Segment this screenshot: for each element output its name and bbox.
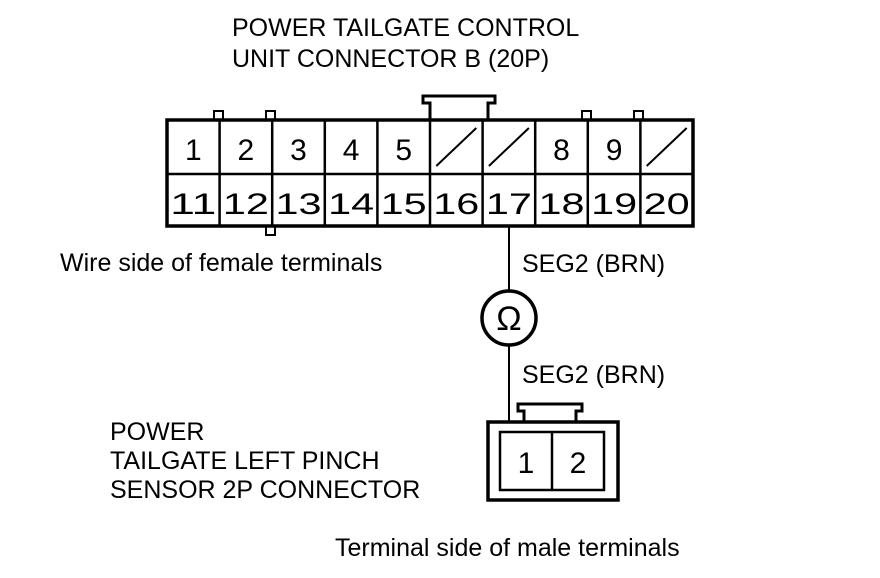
connector-b-pin-9: 9 <box>606 134 623 167</box>
sensor-title-line1: POWER <box>110 418 204 446</box>
ohm-symbol: Ω <box>496 300 521 338</box>
sensor-pin-2: 2 <box>570 447 587 480</box>
connector-b-pin-20: 20 <box>644 188 690 221</box>
sensor-connector: 1 2 <box>486 402 620 502</box>
connector-b-title-line1: POWER TAILGATE CONTROL <box>232 14 579 42</box>
sensor-lock-tab <box>516 402 584 422</box>
connector-b-empty-cavity <box>646 127 688 167</box>
connector-b-pin-5: 5 <box>395 134 412 167</box>
sensor-title-line2: TAILGATE LEFT PINCH <box>110 447 380 475</box>
connector-b-pin-18: 18 <box>539 188 585 221</box>
connector-b-pin-11: 11 <box>170 188 216 221</box>
ohmmeter: Ω <box>480 289 538 347</box>
connector-b-pin-2: 2 <box>238 134 255 167</box>
connector-b-pin-4: 4 <box>343 134 360 167</box>
connector-b-pin-12: 12 <box>223 188 269 221</box>
connector-b-pin-16: 16 <box>433 188 479 221</box>
connector-b-pin-13: 13 <box>276 188 322 221</box>
sensor-pin-1: 1 <box>518 447 535 480</box>
sensor-view-label: Terminal side of male terminals <box>335 534 680 562</box>
connector-b-pin-3: 3 <box>290 134 307 167</box>
connector-b-pin-15: 15 <box>381 188 427 221</box>
connector-b-view-label: Wire side of female terminals <box>60 249 382 277</box>
wire-lower-label: SEG2 (BRN) <box>522 361 665 389</box>
connector-b-pin-19: 19 <box>591 188 637 221</box>
connector-b-pin-1: 1 <box>185 134 202 167</box>
wire-upper-label: SEG2 (BRN) <box>522 250 665 278</box>
connector-b-pin-8: 8 <box>553 134 570 167</box>
connector-b-pin-14: 14 <box>328 188 374 221</box>
connector-b-empty-cavity <box>488 127 530 167</box>
connector-b-title-line2: UNIT CONNECTOR B (20P) <box>232 45 549 73</box>
connector-b-empty-cavity <box>435 127 477 167</box>
connector-b-pin-17: 17 <box>486 188 532 221</box>
sensor-title-line3: SENSOR 2P CONNECTOR <box>110 476 420 504</box>
connector-b-lock-tab <box>421 94 497 120</box>
